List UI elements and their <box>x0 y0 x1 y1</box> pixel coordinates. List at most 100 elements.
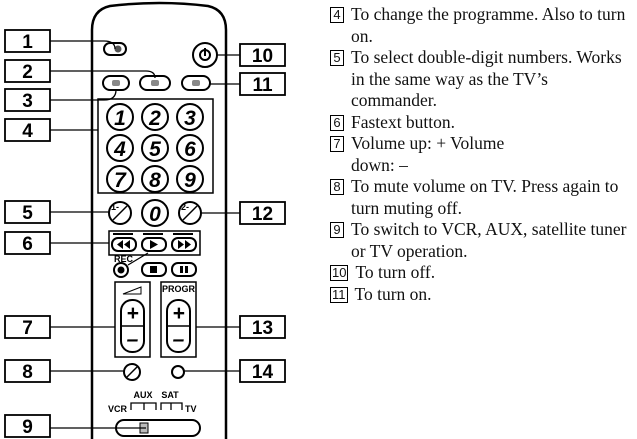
programme-up-label: + <box>172 302 184 325</box>
legend-number: 5 <box>330 50 344 66</box>
volume-down-label: – <box>127 328 139 351</box>
legend-text: To select double-digit numbers. Works in… <box>351 47 622 110</box>
digit-button-2[interactable]: 2 <box>141 103 169 131</box>
two-dash-label: 2- <box>181 202 189 212</box>
legend-text: Fastext button. <box>351 111 456 132</box>
callout-10: 10 <box>239 43 286 67</box>
digit-label: 6 <box>184 138 196 161</box>
mute-icon <box>126 366 138 378</box>
legend-text: To change the programme. Also to turn on… <box>351 4 626 46</box>
legend-item: 6 Fastext button. <box>330 112 635 134</box>
stop-button[interactable] <box>141 262 167 277</box>
callout-7: 7 <box>4 315 51 339</box>
digit-label: 8 <box>149 169 161 192</box>
svg-text:7: 7 <box>22 318 33 339</box>
rewind-icon <box>117 240 130 249</box>
callout-4: 4 <box>4 118 51 142</box>
legend-number: 6 <box>330 114 344 131</box>
record-icon <box>117 266 125 274</box>
svg-text:10: 10 <box>252 46 273 67</box>
callout-9: 9 <box>4 414 51 438</box>
fast-forward-button[interactable] <box>171 237 197 252</box>
legend-item: 4 To change the programme. Also to turn o… <box>330 4 635 47</box>
legend-number: 7 <box>330 136 344 152</box>
legend-text: To mute volume on TV. Press again to tur… <box>351 176 619 218</box>
stop-icon <box>150 266 157 273</box>
legend-item: 5 To select double-digit numbers. Works i… <box>330 47 635 112</box>
double-digit-button-2[interactable]: 2- <box>178 201 202 225</box>
fast-forward-icon <box>178 240 191 249</box>
svg-text:2: 2 <box>22 62 33 83</box>
one-dash-label: 1- <box>111 202 119 212</box>
digit-label: 9 <box>184 169 196 192</box>
aux-label: AUX <box>133 390 152 400</box>
mute-button[interactable] <box>123 363 141 381</box>
digit-label: 3 <box>184 107 196 130</box>
legend-number: 11 <box>330 286 348 303</box>
legend-list: 4 To change the programme. Also to turn o… <box>330 4 635 305</box>
volume-group <box>114 281 151 358</box>
number-pad: 1 2 3 4 5 6 7 8 9 0 <box>106 103 204 227</box>
mode-switch-ticks <box>130 402 183 410</box>
digit-button-9[interactable]: 9 <box>176 165 204 193</box>
play-icon <box>150 240 158 249</box>
callout-8: 8 <box>4 359 51 383</box>
digit-button-3[interactable]: 3 <box>176 103 204 131</box>
programme-down-label: – <box>173 328 185 351</box>
programme-group <box>160 281 197 358</box>
svg-text:14: 14 <box>252 362 274 383</box>
svg-text:4: 4 <box>22 121 33 142</box>
callout-12: 12 <box>239 201 286 225</box>
sat-label: SAT <box>161 390 179 400</box>
progr-label: PROGR <box>162 284 196 294</box>
callout-1: 1 <box>4 29 51 53</box>
volume-up-label: + <box>126 302 138 325</box>
legend-item: 10 To turn off. <box>330 262 635 284</box>
rewind-button[interactable] <box>111 237 137 252</box>
digit-label: 4 <box>113 138 126 161</box>
digit-button-7[interactable]: 7 <box>106 165 134 193</box>
legend-text: To turn off. <box>355 262 436 282</box>
digit-button-4[interactable]: 4 <box>106 134 134 162</box>
double-digit-button-1[interactable]: 1- <box>108 201 132 225</box>
svg-text:13: 13 <box>252 318 273 339</box>
svg-text:6: 6 <box>22 234 33 255</box>
legend-number: 10 <box>330 265 349 281</box>
legend-number: 8 <box>330 179 344 195</box>
volume-ramp-icon <box>122 286 142 295</box>
rec-label: REC <box>114 254 134 264</box>
round-button-14[interactable] <box>171 365 185 379</box>
legend-number: 4 <box>330 7 344 23</box>
legend-text: To switch to VCR, AUX, satellite tuner o… <box>351 219 627 261</box>
svg-text:5: 5 <box>22 203 33 224</box>
digit-button-1[interactable]: 1 <box>106 103 134 131</box>
digit-label: 7 <box>114 169 127 192</box>
legend-item: 11 To turn on. <box>330 284 635 306</box>
play-button[interactable] <box>141 237 167 252</box>
number-pad-group <box>97 98 214 194</box>
digit-label: 1 <box>114 107 126 130</box>
digit-button-0[interactable]: 0 <box>141 199 169 227</box>
pause-icon <box>180 266 183 273</box>
callout-13: 13 <box>239 315 286 339</box>
legend-item: 8 To mute volume on TV. Press again to tu… <box>330 176 635 219</box>
digit-label: 5 <box>149 138 161 161</box>
digit-button-6[interactable]: 6 <box>176 134 204 162</box>
svg-text:8: 8 <box>22 362 33 383</box>
record-button[interactable] <box>113 262 129 278</box>
svg-text:1: 1 <box>22 32 33 53</box>
callout-3: 3 <box>4 88 51 112</box>
legend-number: 9 <box>330 222 344 238</box>
callout-5: 5 <box>4 200 51 224</box>
pause-button[interactable] <box>171 262 197 277</box>
digit-button-8[interactable]: 8 <box>141 165 169 193</box>
leader-lines <box>50 40 240 429</box>
callout-11: 11 <box>239 72 286 96</box>
legend-text: To turn on. <box>354 283 432 304</box>
digit-button-5[interactable]: 5 <box>141 134 169 162</box>
callout-14: 14 <box>239 359 286 383</box>
digit-label: 2 <box>148 107 161 130</box>
legend-item: 9 To switch to VCR, AUX, satellite tuner … <box>330 219 635 262</box>
svg-text:11: 11 <box>252 75 273 96</box>
